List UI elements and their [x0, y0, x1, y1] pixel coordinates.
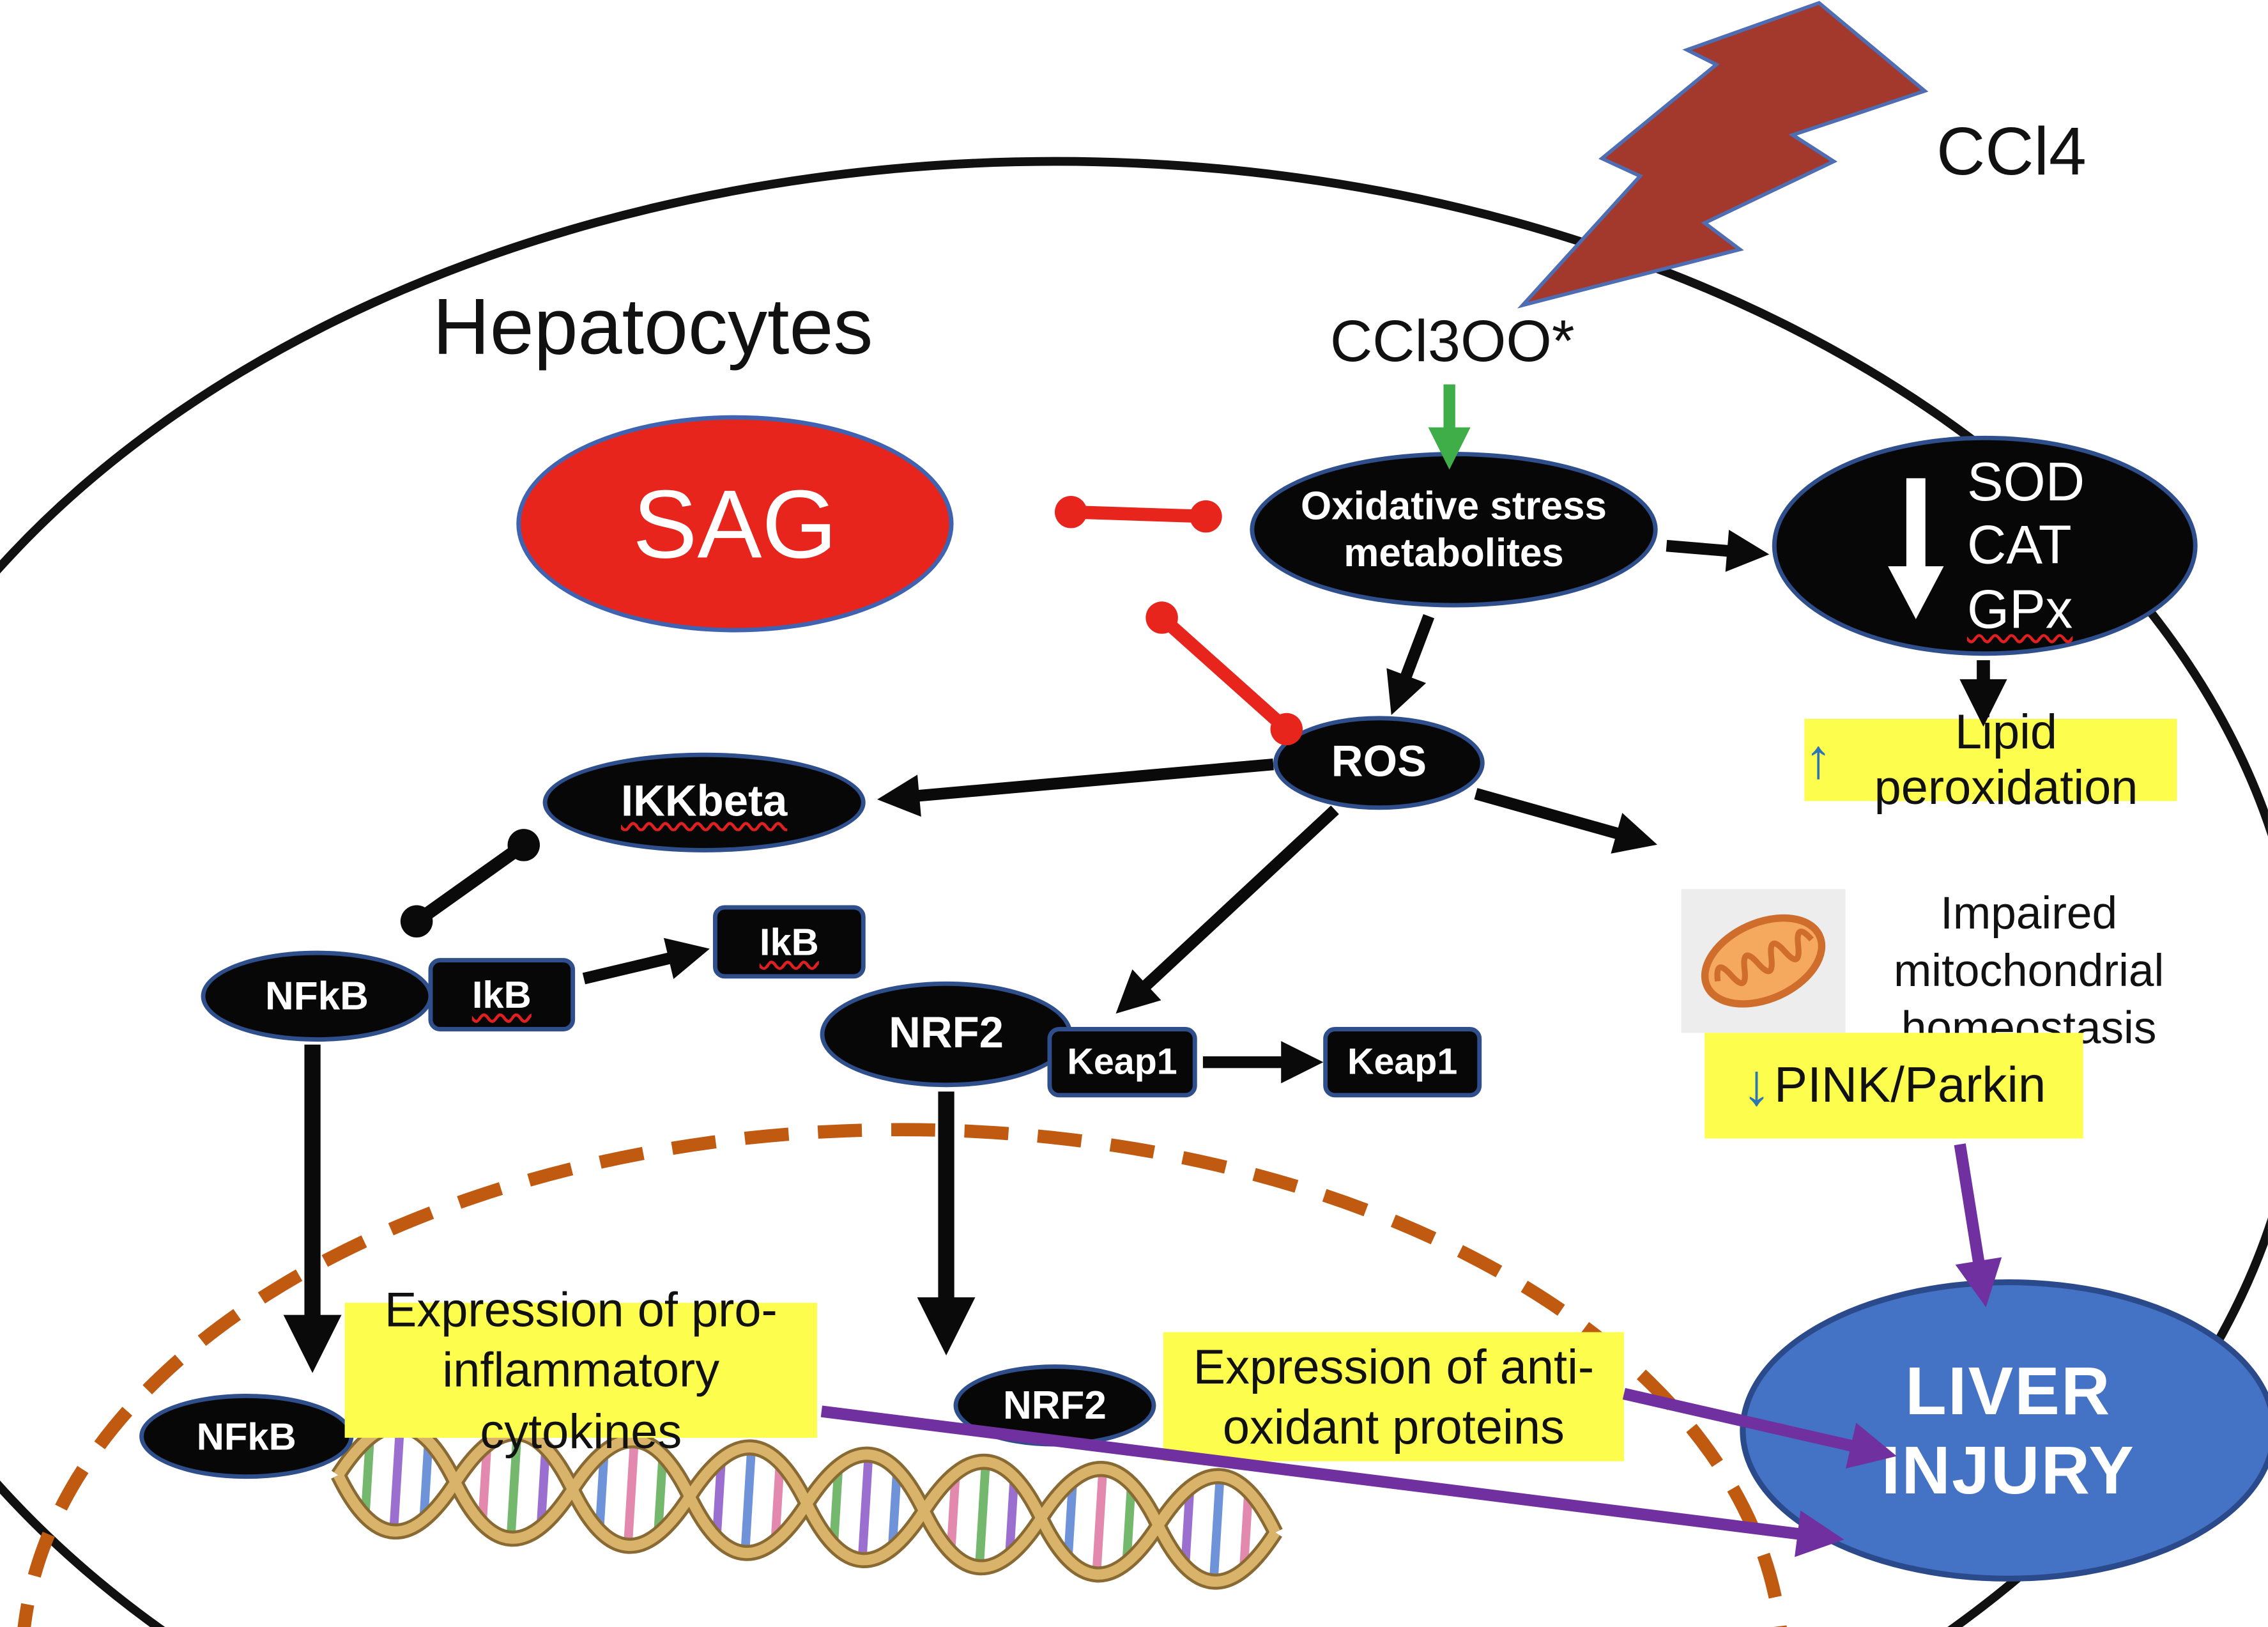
liver-injury-line2: INJURY [1881, 1431, 2136, 1509]
sod-label: SOD [1966, 451, 2085, 512]
lipid-peroxidation-box: ↑ Lipid peroxidation [1804, 704, 2177, 814]
ros-to-mitochondria-arrow [1474, 788, 1658, 854]
ros-label: ROS [1331, 737, 1427, 787]
oxidative-stress-line1: Oxidative stress [1301, 483, 1607, 528]
ikb-bound-label: IkB [471, 971, 532, 1016]
down-arrow-icon [1887, 478, 1944, 619]
lipid-peroxidation-label: Lipid peroxidation [1874, 704, 2138, 815]
ccl3oo-label: CCl3OO* [1329, 309, 1575, 374]
ikb-free-label: IkB [759, 919, 819, 964]
nrf2-label: NRF2 [889, 1009, 1004, 1058]
cat-label: CAT [1966, 515, 2072, 576]
ikb-free-chip: IkB [712, 905, 866, 979]
sag-label: SAG [632, 469, 838, 578]
nfkb-nucleus-node: NFkB [139, 1394, 354, 1479]
keap1-bound-label: Keap1 [1067, 1040, 1177, 1083]
anti-oxidant-line2: oxidant proteins [1222, 1400, 1565, 1454]
sag-node: SAG [516, 415, 954, 633]
pink-to-liver-arrow [1954, 1143, 2002, 1307]
nrf2-nucleus-node: NRF2 [953, 1364, 1156, 1447]
ikb-bound-chip: IkB [428, 958, 576, 1031]
pro-inflammatory-box: Expression of pro- inflammatory cytokine… [344, 1283, 817, 1458]
gpx-label: GPx [1966, 579, 2073, 640]
oxidative-stress-line2: metabolites [1344, 531, 1564, 575]
mitochondria-label: Impaired mitochondrial homeostasis [1841, 886, 2217, 1057]
nfkb-nucleus-label: NFkB [196, 1414, 296, 1458]
lightning-bolt-icon [1517, 1, 1929, 309]
mitochondria-icon [1681, 889, 1846, 1033]
oxidative-to-ros-arrow [1386, 613, 1435, 716]
ros-to-ikkbeta-arrow [877, 758, 1274, 817]
ros-to-nrf2-arrow [1115, 805, 1339, 1014]
sag-inhibits-ros-connector [1145, 601, 1303, 746]
ikkbeta-node: IKKbeta [542, 752, 866, 852]
nfkb-node: NFkB [201, 950, 433, 1042]
keap1-bound-chip: Keap1 [1047, 1027, 1197, 1098]
keap1-free-label: Keap1 [1347, 1040, 1458, 1083]
ikkbeta-nfkb-connector [400, 829, 540, 938]
pink-parkin-box: ↓ PINK/Parkin [1705, 1033, 2083, 1139]
ros-node: ROS [1273, 716, 1485, 810]
nrf2-node: NRF2 [820, 981, 1073, 1088]
keap1-free-chip: Keap1 [1323, 1027, 1482, 1098]
down-arrow-icon: ↓ [1742, 1053, 1772, 1118]
ikb-release-arrow [582, 937, 710, 985]
antioxidant-enzymes-node: SOD CAT GPx [1772, 435, 2198, 656]
pro-inflammatory-line2: inflammatory cytokines [442, 1343, 720, 1458]
sag-inhibits-oxidative-connector [1054, 495, 1222, 533]
anti-oxidant-box: Expression of anti- oxidant proteins [1163, 1332, 1624, 1461]
mitochondria-label-line1: Impaired mitochondrial [1893, 887, 2165, 996]
up-arrow-icon: ↑ [1804, 728, 1832, 790]
anti-oxidant-line1: Expression of anti- [1193, 1339, 1595, 1394]
ikkbeta-label: IKKbeta [621, 777, 788, 826]
hepatocytes-label: Hepatocytes [433, 283, 873, 371]
pink-parkin-label: PINK/Parkin [1774, 1057, 2046, 1113]
pro-inflammatory-line1: Expression of pro- [384, 1282, 778, 1337]
nfkb-label: NFkB [265, 973, 369, 1018]
nrf2-nucleus-label: NRF2 [1002, 1382, 1107, 1427]
oxidative-to-enzymes-arrow [1666, 530, 1770, 572]
oxidative-stress-node: Oxidative stress metabolites [1250, 452, 1658, 608]
liver-injury-node: LIVER INJURY [1740, 1279, 2268, 1582]
ccl4-label: CCl4 [1936, 112, 2087, 190]
liver-injury-line1: LIVER [1905, 1352, 2111, 1429]
